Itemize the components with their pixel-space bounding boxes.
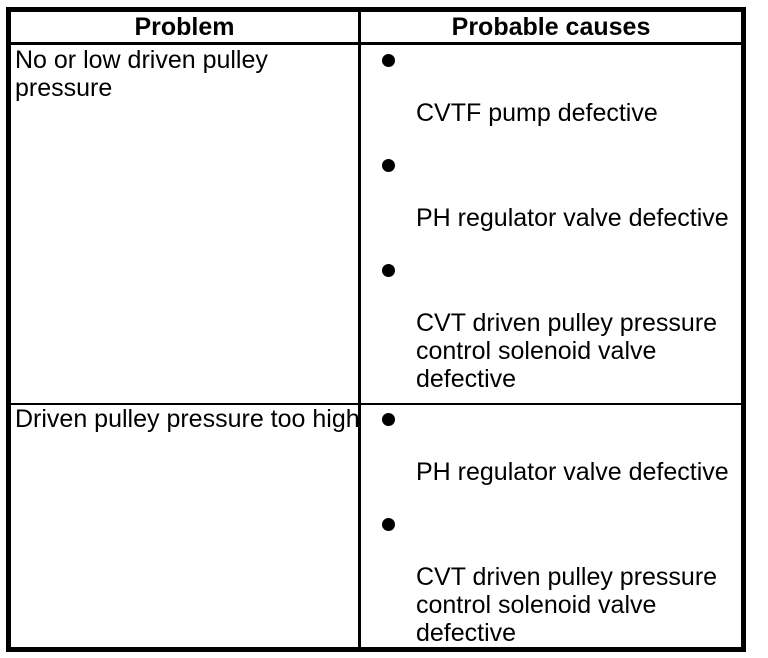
problem-cell: Driven pulley pressure too high xyxy=(11,405,361,647)
bullet-line xyxy=(361,405,741,433)
bullet-icon xyxy=(382,263,395,277)
problem-cell: No or low driven pulley pressure xyxy=(11,45,361,403)
cause-item: CVT driven pulley pressure control solen… xyxy=(361,510,741,647)
bullet-line xyxy=(361,151,741,179)
bullet-icon xyxy=(382,517,395,531)
column-header-problem: Problem xyxy=(11,12,361,42)
table-header-row: Problem Probable causes xyxy=(11,12,741,45)
causes-cell: PH regulator valve defective CVT driven … xyxy=(361,405,741,647)
cause-item: PH regulator valve defective xyxy=(361,405,741,486)
table-row: No or low driven pulley pressure CVTF pu… xyxy=(11,45,741,405)
bullet-line xyxy=(361,510,741,538)
cause-text: PH regulator valve defective xyxy=(416,458,729,486)
cause-text: CVT driven pulley pressure control solen… xyxy=(416,563,718,647)
cause-item: CVTF pump defective xyxy=(361,46,741,127)
causes-cell: CVTF pump defective PH regulator valve d… xyxy=(361,45,741,403)
bullet-icon xyxy=(382,158,395,172)
cause-text: CVT driven pulley pressure control solen… xyxy=(416,309,718,393)
bullet-icon xyxy=(382,53,395,67)
diagnostics-table: Problem Probable causes No or low driven… xyxy=(6,7,746,652)
table-row: Driven pulley pressure too high PH regul… xyxy=(11,405,741,647)
bullet-line xyxy=(361,256,741,284)
column-header-probable-causes: Probable causes xyxy=(451,13,651,41)
cause-item: CVT driven pulley pressure control solen… xyxy=(361,256,741,393)
cause-text: CVTF pump defective xyxy=(416,99,658,127)
cause-item: PH regulator valve defective xyxy=(361,151,741,232)
bullet-line xyxy=(361,46,741,74)
cause-text: PH regulator valve defective xyxy=(416,204,729,232)
bullet-icon xyxy=(382,412,395,426)
